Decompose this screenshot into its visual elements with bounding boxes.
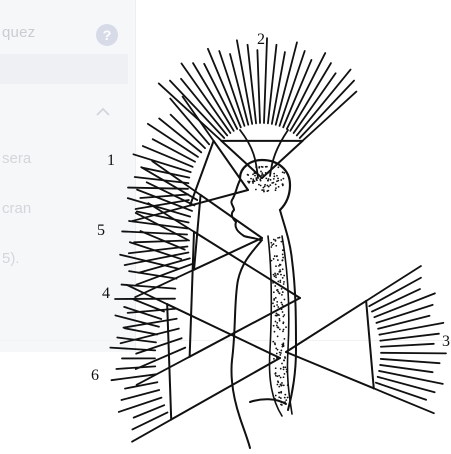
diagram-label: 6 — [91, 367, 99, 385]
diagram-label: 3 — [442, 333, 450, 351]
diagram-label: 1 — [107, 152, 115, 170]
diagram-label: 2 — [257, 31, 265, 49]
diagram-label: 5 — [97, 222, 105, 240]
diagram-label: 4 — [102, 285, 110, 303]
